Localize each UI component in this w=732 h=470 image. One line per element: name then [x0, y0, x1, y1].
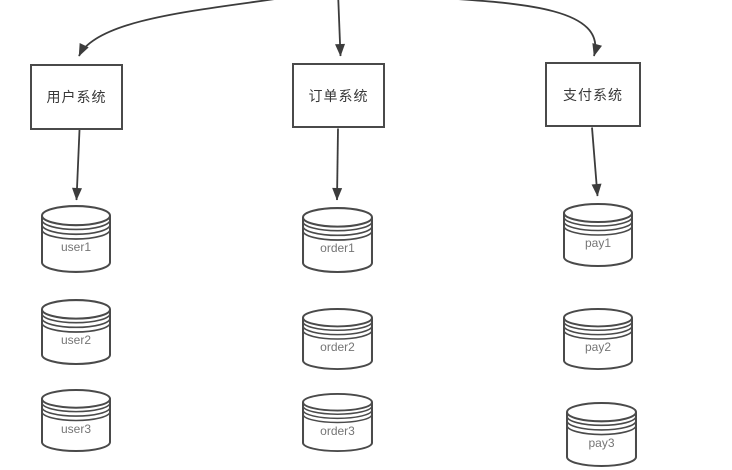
arrow-top-to-order-system: [335, 0, 346, 57]
db-label: pay1: [584, 236, 612, 251]
node-order-system: 订单系统: [292, 63, 385, 128]
node-pay-system-label: 支付系统: [563, 86, 623, 103]
db-label: pay2: [584, 340, 612, 355]
db-label: user3: [60, 421, 92, 436]
db-label: order1: [320, 241, 355, 256]
arrow-user-system-to-user1: [72, 129, 83, 201]
database-cylinder-icon: [563, 203, 633, 267]
node-user-system: 用户系统: [30, 64, 123, 130]
node-user-system-label: 用户系统: [46, 89, 107, 105]
db-label: order2: [320, 340, 355, 355]
db-label: pay3: [588, 435, 615, 450]
node-db-user1: user1: [41, 205, 111, 273]
database-cylinder-icon: [566, 402, 637, 467]
arrow-top-to-user-system: [78, 0, 275, 57]
node-db-order2: order2: [302, 308, 373, 370]
database-cylinder-icon: [41, 389, 111, 452]
db-label: user2: [60, 333, 92, 348]
database-cylinder-icon: [41, 299, 111, 365]
node-db-user2: user2: [41, 299, 111, 365]
node-db-order3: order3: [302, 393, 373, 452]
node-db-user3: user3: [41, 389, 111, 452]
database-cylinder-icon: [302, 207, 373, 273]
database-cylinder-icon: [302, 393, 373, 452]
node-db-pay2: pay2: [563, 308, 633, 370]
node-db-pay3: pay3: [566, 402, 637, 467]
node-db-pay1: pay1: [563, 203, 633, 267]
node-pay-system: 支付系统: [545, 62, 641, 127]
arrow-pay-system-to-pay1: [591, 127, 602, 197]
db-label: order3: [320, 423, 355, 438]
database-cylinder-icon: [302, 308, 373, 370]
database-cylinder-icon: [563, 308, 633, 370]
arrow-order-system-to-order1: [332, 128, 343, 201]
database-cylinder-icon: [41, 205, 111, 273]
node-db-order1: order1: [302, 207, 373, 273]
node-order-system-label: 订单系统: [308, 87, 369, 104]
arrow-top-to-pay-system: [458, 0, 602, 57]
db-label: user1: [60, 240, 92, 255]
